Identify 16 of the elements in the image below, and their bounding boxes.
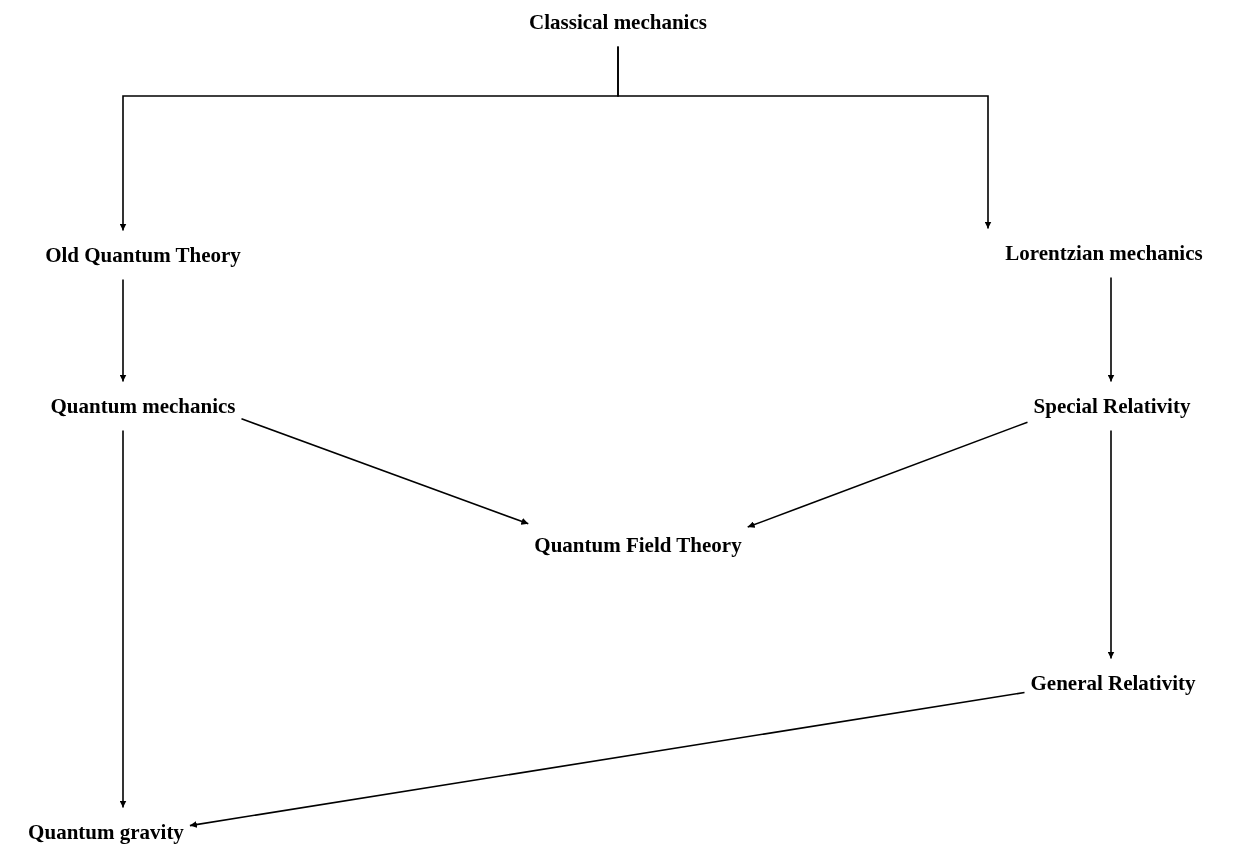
node-label: Classical mechanics [523,0,713,47]
arrow [189,691,1026,828]
arrow [617,45,992,230]
arrow [119,278,127,383]
arrow [1107,276,1115,383]
node-label: Old Quantum Theory [39,230,247,280]
node-label: Quantum mechanics [44,381,242,431]
node-label: Lorentzian mechanics [999,228,1209,278]
arrow [746,421,1029,528]
node-label: General Relativity [1024,658,1202,708]
arrow [240,418,530,525]
node-label: Special Relativity [1027,381,1197,431]
node-label: Quantum Field Theory [528,520,748,570]
arrow [1107,429,1115,660]
node-label: Quantum gravity [22,807,190,857]
arrow [119,429,127,809]
